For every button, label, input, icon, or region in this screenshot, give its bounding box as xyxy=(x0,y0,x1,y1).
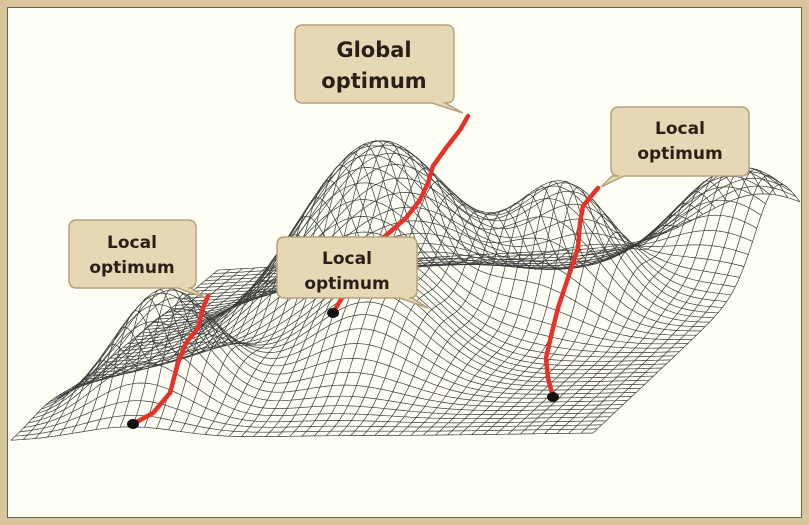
mesh-line xyxy=(265,141,473,437)
mesh-line xyxy=(71,266,279,434)
mesh-line xyxy=(10,269,219,441)
mesh-line xyxy=(277,146,486,437)
mesh-line xyxy=(435,180,643,436)
mesh-line xyxy=(362,212,570,436)
mesh-line xyxy=(520,180,728,435)
callout-bubble xyxy=(276,236,429,309)
mesh-line xyxy=(423,180,631,436)
callout-label-line1: Local xyxy=(322,249,372,269)
path-right xyxy=(543,185,601,400)
mesh-line xyxy=(592,184,801,434)
mesh-line xyxy=(59,267,267,436)
callout-local-optimum-center: Local optimum xyxy=(276,236,429,309)
mesh-line xyxy=(556,166,764,434)
mesh-line xyxy=(47,267,255,438)
callout-label-line2: optimum xyxy=(304,274,389,294)
start-point xyxy=(327,308,339,318)
mesh-line xyxy=(301,167,510,437)
start-point xyxy=(547,392,559,402)
callout-global-optimum: Global optimum xyxy=(294,24,464,114)
mesh-line xyxy=(350,210,558,436)
mesh-line xyxy=(568,168,777,434)
path-left xyxy=(130,293,211,427)
callout-bubble xyxy=(68,219,206,299)
callout-label-line1: Local xyxy=(107,233,157,253)
callouts: Global optimum Local optimum Local optim… xyxy=(68,24,750,309)
mesh-line xyxy=(495,203,704,435)
callout-bubble xyxy=(600,106,750,188)
callout-label-line2: optimum xyxy=(89,258,174,278)
fitness-landscape-diagram: Global optimum Local optimum Local optim… xyxy=(10,24,801,441)
start-point xyxy=(127,419,139,429)
callout-label-line2: optimum xyxy=(321,69,426,93)
callout-bubble xyxy=(294,24,464,114)
callout-local-optimum-left: Local optimum xyxy=(68,219,206,299)
callout-label-line1: Local xyxy=(655,119,705,139)
figure-panel: Global optimum Local optimum Local optim… xyxy=(7,7,802,518)
mesh-line xyxy=(10,426,594,441)
mesh-line xyxy=(374,209,583,436)
mesh-line xyxy=(447,186,655,436)
mesh-line xyxy=(19,400,602,433)
mesh-line xyxy=(289,155,498,437)
mesh-line xyxy=(313,180,522,437)
mesh-line xyxy=(386,202,595,436)
mesh-line xyxy=(532,172,740,435)
callout-local-optimum-right: Local optimum xyxy=(600,106,750,188)
mesh-line xyxy=(507,191,716,435)
callout-label-line2: optimum xyxy=(637,144,722,164)
mesh-line xyxy=(483,214,692,435)
mesh-line xyxy=(253,140,461,437)
mesh-line xyxy=(22,269,231,440)
mesh-line xyxy=(326,193,534,437)
callout-label-line1: Global xyxy=(336,38,411,62)
mesh-line xyxy=(338,203,546,436)
mesh-line xyxy=(580,175,789,434)
mesh-line xyxy=(544,167,752,434)
mesh-line xyxy=(35,268,243,439)
mesh-line xyxy=(471,214,679,435)
